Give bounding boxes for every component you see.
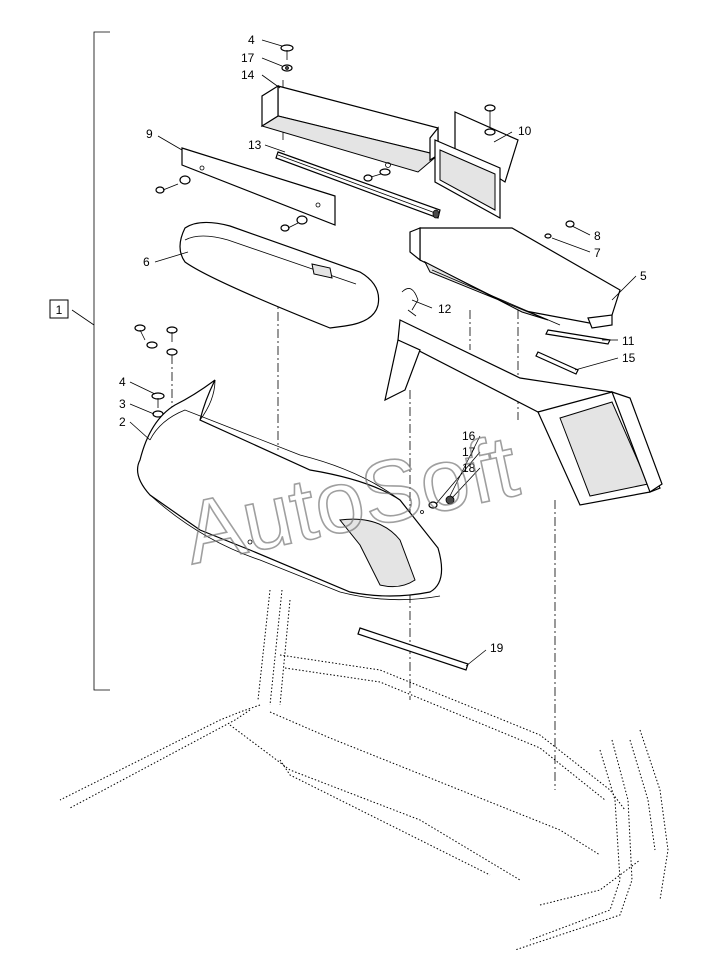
- callout-3: 3: [119, 397, 126, 411]
- part-13-seal: [275, 151, 441, 219]
- assembly-callout: 1: [56, 303, 63, 317]
- fasteners: [134, 44, 575, 509]
- part-10-side-bracket: [434, 111, 519, 220]
- callout-4-lower: 4: [119, 375, 126, 389]
- callout-12: 12: [438, 302, 452, 316]
- callout-7: 7: [594, 246, 601, 260]
- callout-4-top: 4: [248, 33, 255, 47]
- assembly-callout-box: [49, 299, 69, 319]
- callout-5: 5: [640, 269, 647, 283]
- part-6-pad: [179, 221, 380, 329]
- callout-14: 14: [241, 68, 255, 82]
- callout-16: 16: [462, 429, 476, 443]
- callout-9: 9: [146, 127, 153, 141]
- part-19-strip: [357, 627, 469, 671]
- leader-lines: [129, 39, 637, 667]
- callout-13: 13: [248, 138, 262, 152]
- callout-8: 8: [594, 229, 601, 243]
- assembly-bracket: 1: [49, 31, 110, 691]
- part-12-clip: [401, 288, 419, 317]
- callout-labels: 4 17 14 9 13 10 8 7 6 5 12 11 15 4 3 2 1…: [119, 33, 647, 655]
- cab-roof-frame: [59, 589, 669, 951]
- right-housing: [384, 319, 663, 506]
- callout-17-lower: 17: [462, 445, 476, 459]
- part-9-strip: [181, 147, 336, 226]
- callout-15: 15: [622, 351, 636, 365]
- callout-10: 10: [518, 124, 532, 138]
- callout-6: 6: [143, 255, 150, 269]
- part-11-15-seals: [535, 329, 611, 375]
- callout-17-top: 17: [241, 51, 255, 65]
- callout-2: 2: [119, 415, 126, 429]
- callout-11: 11: [622, 334, 635, 348]
- callout-19: 19: [490, 641, 504, 655]
- callout-18: 18: [462, 461, 476, 475]
- part-2-housing: [137, 379, 443, 601]
- part-14-bracket: [260, 84, 440, 173]
- part-5-panel: [409, 227, 621, 329]
